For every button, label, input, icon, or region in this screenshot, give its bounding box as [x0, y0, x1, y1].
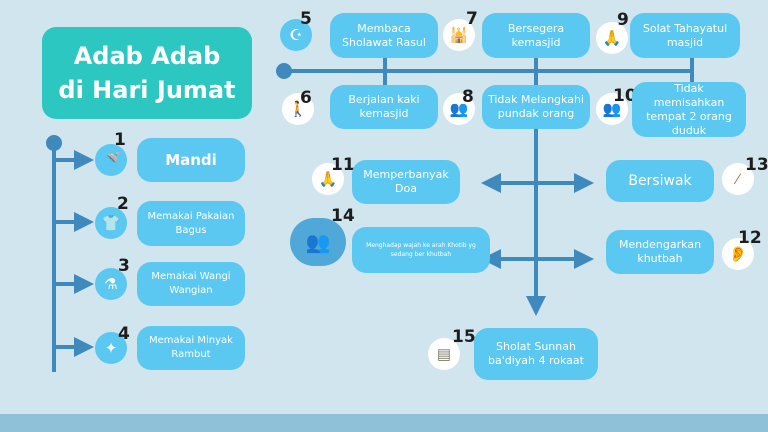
- people-icon: 👥: [443, 93, 475, 125]
- step-number-7: 7: [466, 9, 478, 29]
- step-number-15: 15: [452, 327, 476, 347]
- khotib-audience-icon: 👥: [290, 218, 346, 266]
- shirt-icon: 👕: [95, 207, 127, 239]
- step-number-13: 13: [745, 155, 768, 175]
- prayer-icon: 🙏: [596, 22, 628, 54]
- step-1-mandi: Mandi: [137, 138, 245, 182]
- mosque-icon: 🕌: [443, 19, 475, 51]
- perfume-icon: ⚗: [95, 268, 127, 300]
- step-number-1: 1: [114, 130, 126, 150]
- page-title: Adab Adab di Hari Jumat: [42, 27, 252, 119]
- step-13-bersiwak: Bersiwak: [606, 160, 714, 202]
- step-number-8: 8: [462, 87, 474, 107]
- step-11-doa: Memperbanyak Doa: [352, 160, 460, 204]
- step-number-5: 5: [300, 9, 312, 29]
- step-9-tahayatul: Solat Tahayatul masjid: [630, 13, 740, 58]
- step-number-3: 3: [118, 256, 130, 276]
- step-2-pakaian: Memakai Pakaian Bagus: [137, 201, 245, 246]
- step-number-11: 11: [331, 155, 355, 175]
- step-4-minyak: Memakai Minyak Rambut: [137, 326, 245, 370]
- step-number-6: 6: [300, 88, 312, 108]
- siwak-icon: ∕: [722, 163, 754, 195]
- calligraphy-icon: ☪: [280, 19, 312, 51]
- walking-icon: 🚶: [282, 93, 314, 125]
- step-14-menghadap: Menghadap wajah ke arah Khotib yg sedang…: [352, 227, 490, 273]
- praying-person-icon: 🙏: [312, 163, 344, 195]
- step-number-10: 10: [613, 86, 637, 106]
- step-5-sholawat: Membaca Sholawat Rasul: [330, 13, 438, 58]
- step-3-wangi: Memakai Wangi Wangian: [137, 262, 245, 306]
- footer-band: [0, 414, 768, 432]
- step-12-khutbah: Mendengarkan khutbah: [606, 230, 714, 274]
- step-6-berjalan: Berjalan kaki kemasjid: [330, 85, 438, 129]
- step-number-9: 9: [617, 10, 629, 30]
- step-number-14: 14: [331, 206, 355, 226]
- step-10-memisahkan: Tidak memisahkan tempat 2 orang duduk: [632, 82, 746, 137]
- hair-oil-icon: ✦: [95, 332, 127, 364]
- step-7-bersegera: Bersegera kemasjid: [482, 13, 590, 58]
- step-15-sholat-sunnah: Sholat Sunnah ba'diyah 4 rokaat: [474, 328, 598, 380]
- shower-icon: 🚿: [95, 144, 127, 176]
- ear-icon: 👂: [722, 238, 754, 270]
- people-icon: 👥: [596, 93, 628, 125]
- step-number-12: 12: [738, 228, 762, 248]
- step-number-2: 2: [117, 194, 129, 214]
- step-8-melangkahi: Tidak Melangkahi pundak orang: [482, 85, 590, 129]
- step-number-4: 4: [118, 324, 130, 344]
- sajadah-icon: ▤: [428, 338, 460, 370]
